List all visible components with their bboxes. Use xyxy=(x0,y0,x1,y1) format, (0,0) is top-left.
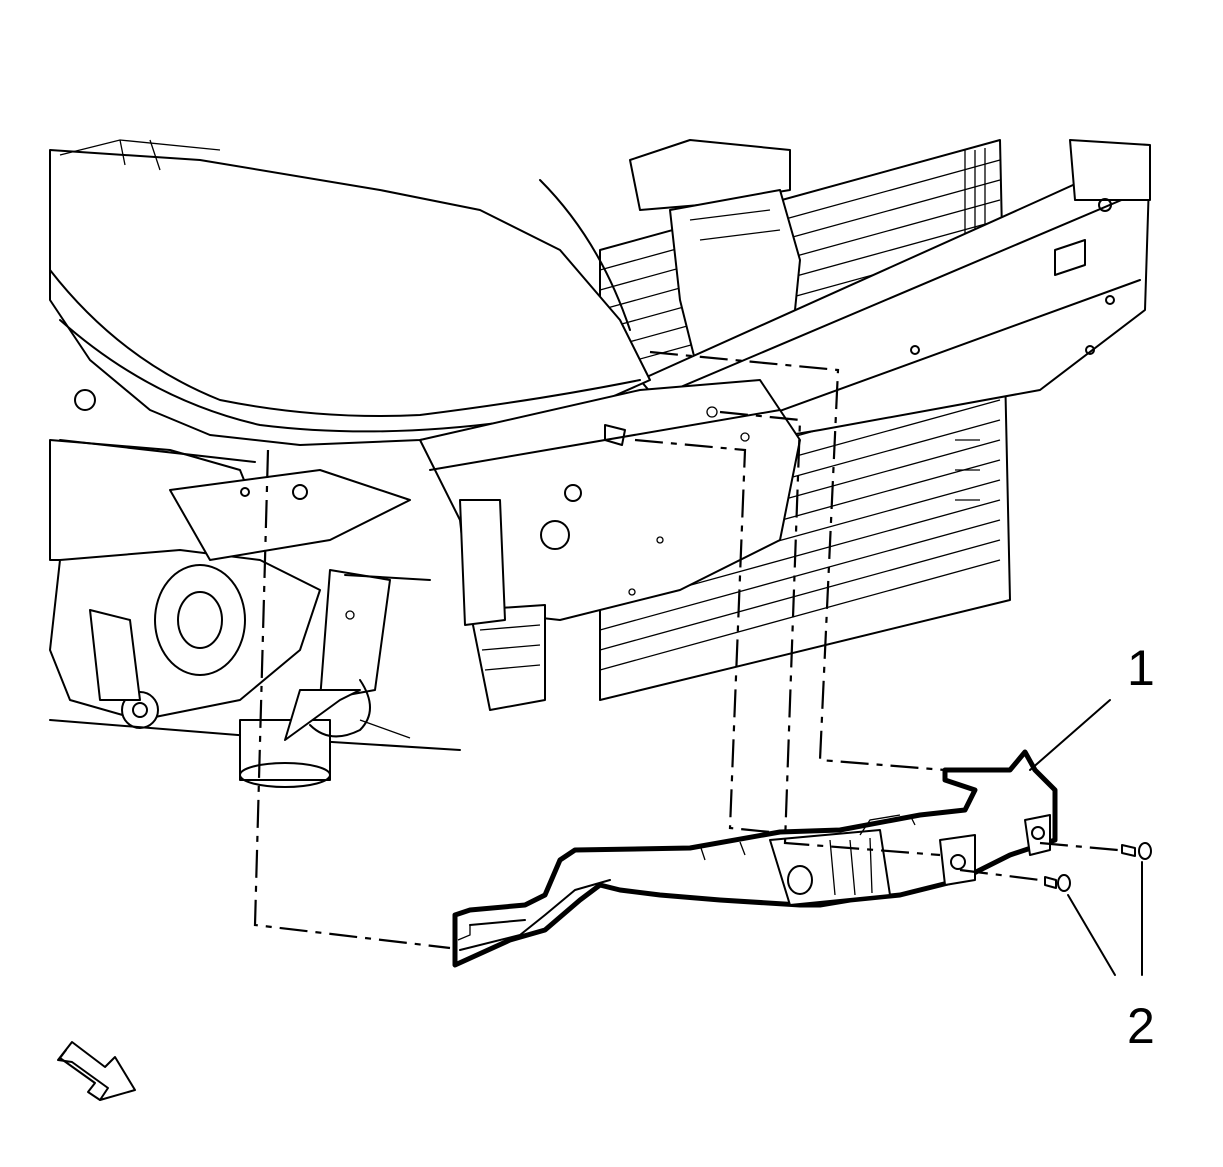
callout-2: 2 xyxy=(1127,998,1155,1054)
air-deflector-bracket xyxy=(452,749,1058,968)
lower-bracket-left xyxy=(284,569,431,741)
impact-bar xyxy=(639,139,1151,451)
bolt-right xyxy=(1121,842,1152,860)
bumper-reinforcement xyxy=(419,379,801,711)
bolt-left xyxy=(1044,874,1071,892)
leader-lines xyxy=(1029,699,1143,976)
callout-1: 1 xyxy=(1127,640,1155,696)
front-direction-arrow-icon xyxy=(57,1041,136,1101)
alignment-lines xyxy=(253,350,1119,950)
front-fascia xyxy=(49,139,651,446)
frame-left xyxy=(49,389,461,788)
